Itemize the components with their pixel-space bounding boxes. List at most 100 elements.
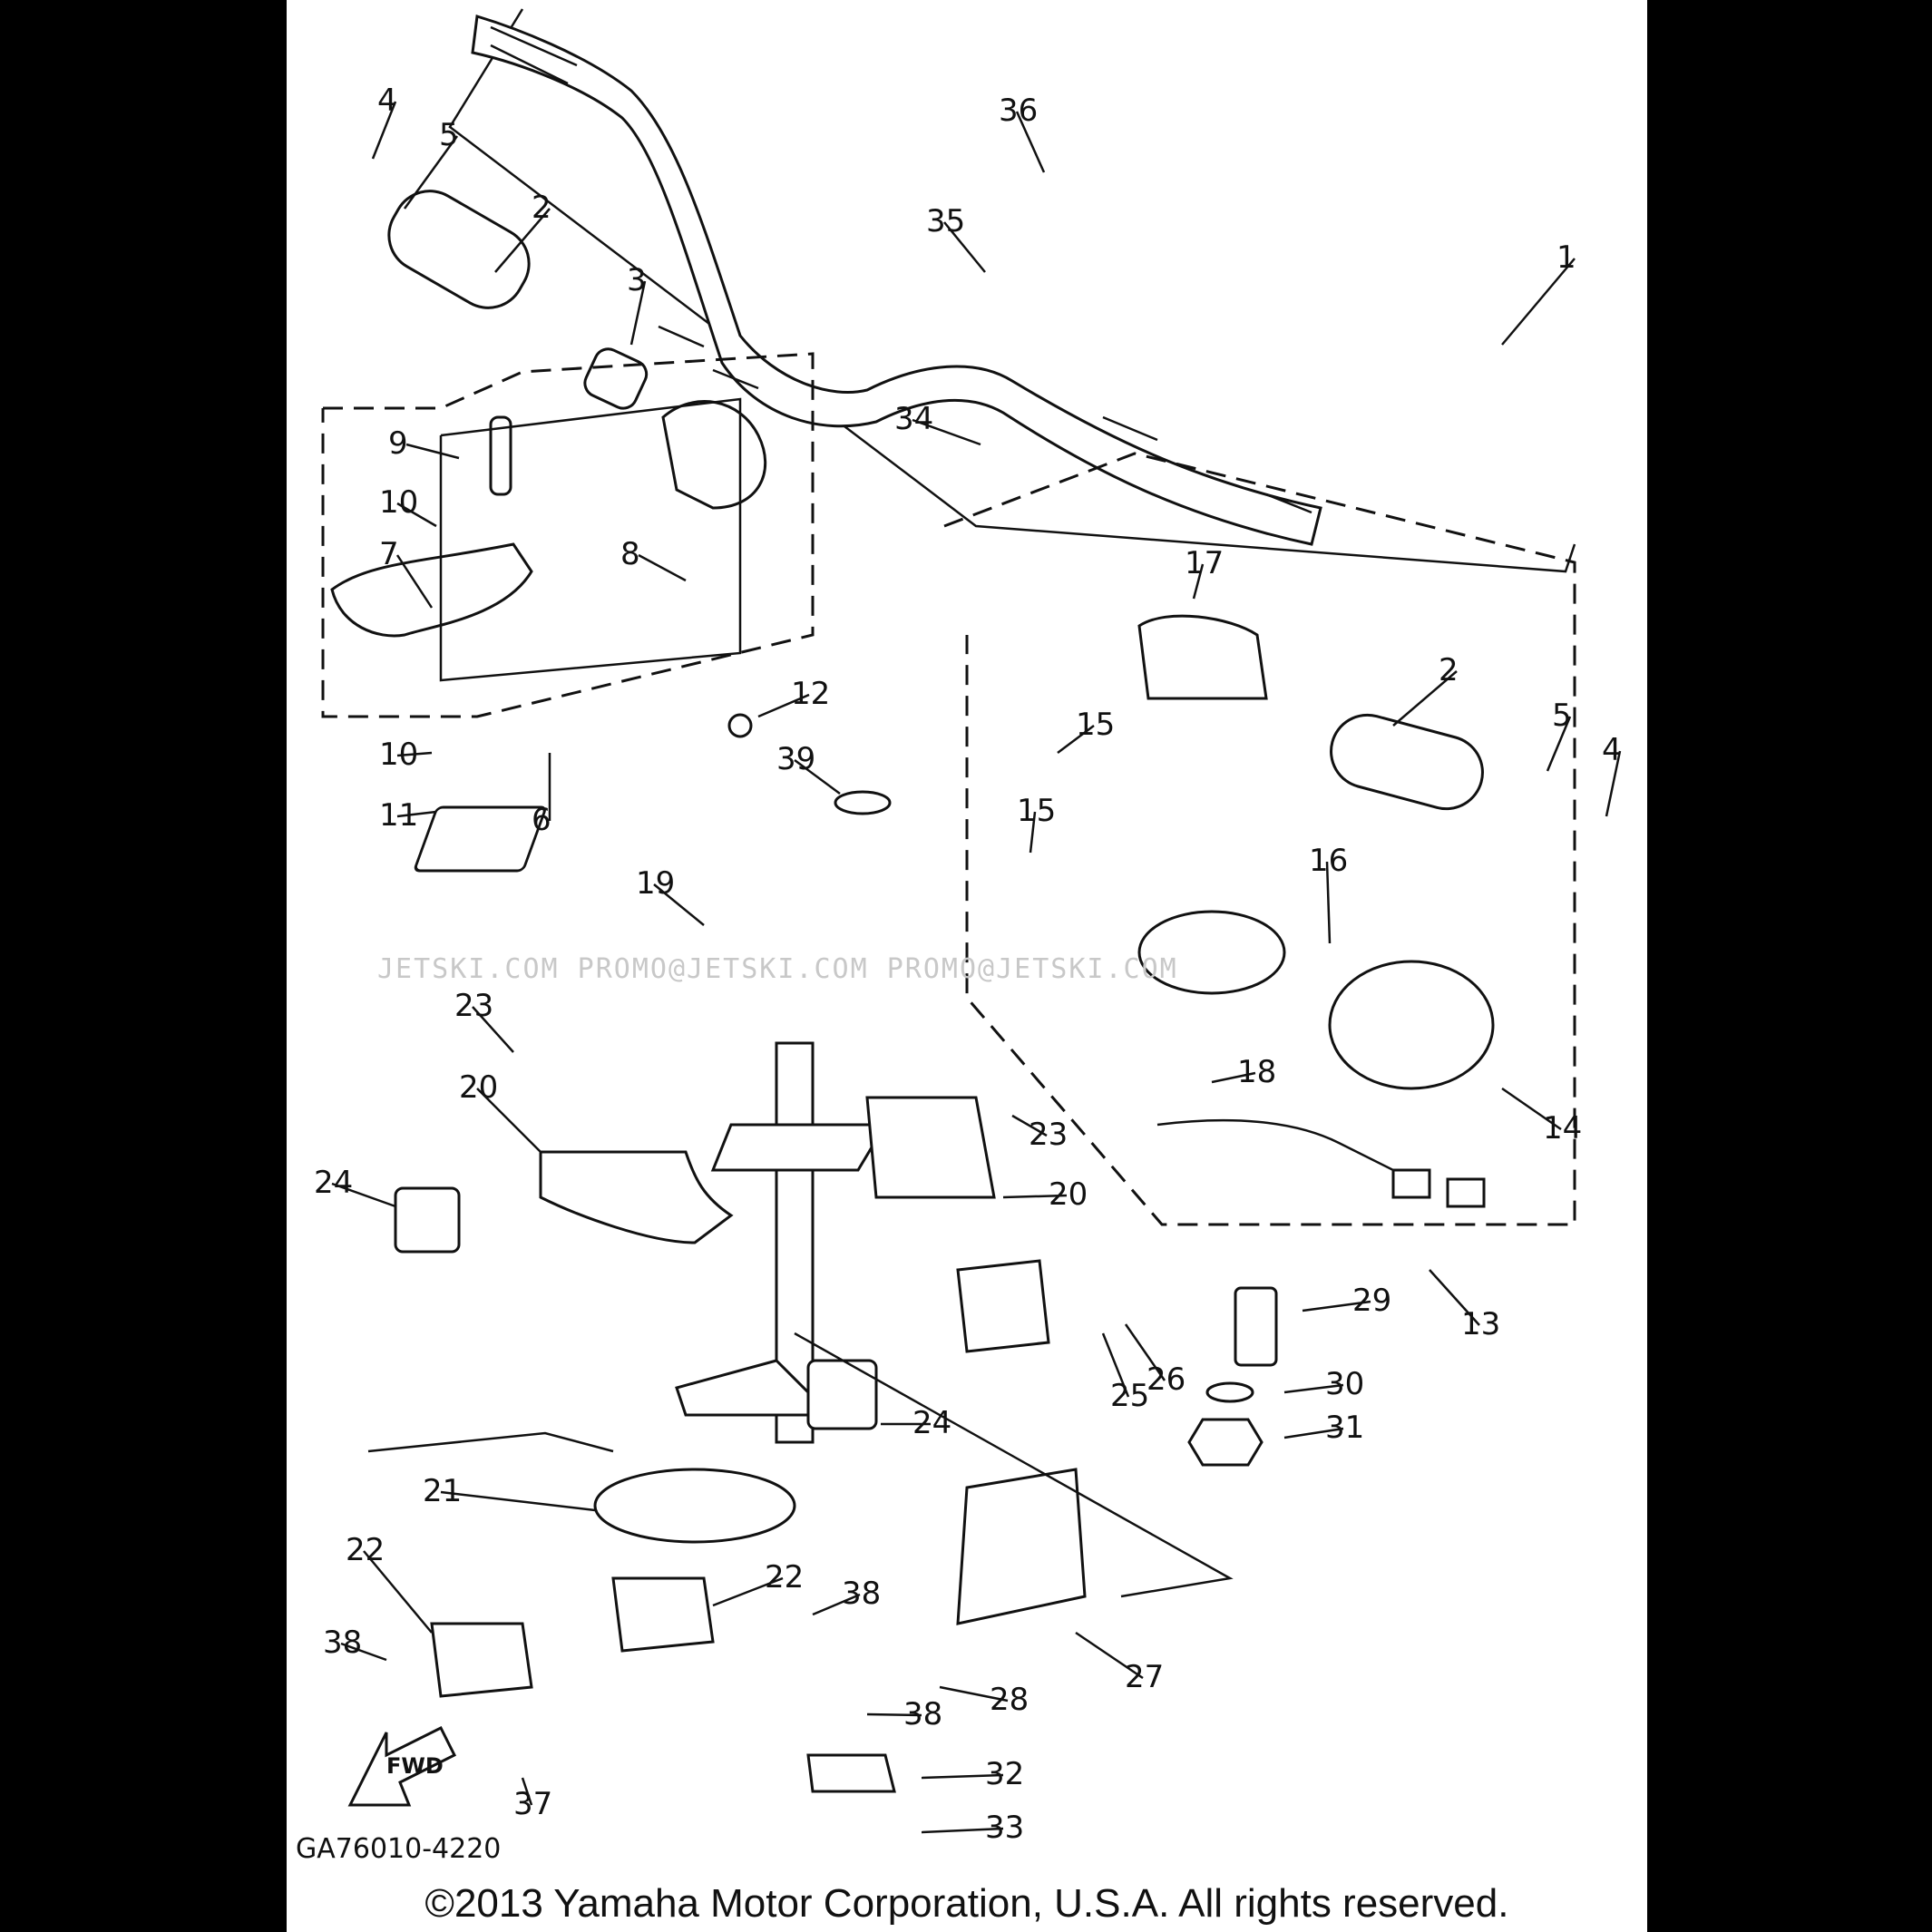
callout-number: 10 — [379, 484, 418, 521]
left-grip-assembly — [321, 190, 815, 738]
callout-leader — [396, 502, 437, 528]
callout-leader — [1124, 1323, 1166, 1381]
holder-24-right — [806, 1359, 878, 1430]
callout-number: 8 — [620, 536, 640, 572]
callout-number: 5 — [439, 117, 459, 153]
callout-leader — [405, 443, 460, 460]
callout-number: 9 — [388, 425, 408, 462]
callout-leader — [396, 810, 437, 818]
callout-leader — [1429, 1269, 1480, 1326]
callout-number: 14 — [1543, 1110, 1582, 1147]
callout-number: 17 — [1185, 545, 1224, 581]
callout-leader — [494, 208, 551, 273]
throttle-lever — [330, 542, 533, 638]
exploded-parts-diagram: FWD JETSKI.COM PROMO@JETSKI.COM PROMO@JE… — [296, 8, 1622, 1865]
callout-leader — [1029, 811, 1037, 854]
callout-number: 2 — [1439, 652, 1459, 688]
callout-leader — [866, 1712, 922, 1717]
callout-leader — [794, 758, 841, 795]
nut-12 — [727, 713, 753, 738]
callout-number: 12 — [791, 676, 830, 712]
fwd-arrow: FWD — [347, 1725, 457, 1807]
callout-number: 11 — [379, 797, 418, 834]
switch-housing-bottom — [1137, 910, 1286, 995]
switch-assembly — [943, 452, 1576, 1226]
callout-leader — [1057, 725, 1095, 754]
callout-number: 6 — [532, 802, 551, 838]
copyright-notice: ©2013 Yamaha Motor Corporation, U.S.A. A… — [424, 1881, 1509, 1926]
callout-leader — [1002, 1194, 1068, 1199]
callout-number: 24 — [912, 1405, 951, 1441]
plate-20-right — [865, 1096, 996, 1199]
callout-number: 26 — [1147, 1361, 1186, 1398]
bracket-25 — [956, 1259, 1050, 1353]
switch-housing-top — [1137, 614, 1268, 700]
parts-diagram-sheet: FWD JETSKI.COM PROMO@JETSKI.COM PROMO@JE… — [287, 0, 1647, 1932]
callout-number: 28 — [990, 1682, 1029, 1718]
collar — [583, 347, 649, 410]
callout-number: 23 — [454, 988, 493, 1024]
watermark-text: JETSKI.COM PROMO@JETSKI.COM PROMO@JETSKI… — [377, 953, 1178, 985]
callout-number: 23 — [1029, 1117, 1068, 1153]
callout-number: 18 — [1237, 1054, 1276, 1090]
callout-number: 22 — [765, 1559, 804, 1595]
callout-leader — [371, 101, 397, 160]
callout-leader — [1283, 1427, 1344, 1439]
callout-number: 22 — [346, 1532, 385, 1568]
mount-plates — [367, 1096, 1234, 1793]
callout-number: 20 — [1049, 1176, 1088, 1213]
callout-number: 37 — [513, 1786, 552, 1822]
gasket-21 — [593, 1468, 796, 1544]
callout-number: 24 — [314, 1165, 353, 1201]
callout-number: 33 — [985, 1810, 1024, 1846]
grip-right — [1330, 713, 1484, 811]
callout-leader — [1501, 1087, 1562, 1131]
right-hardware — [1187, 1286, 1278, 1467]
bracket-22-right — [611, 1576, 715, 1653]
callout-leader — [331, 1182, 396, 1208]
callout-leader — [440, 1490, 596, 1512]
throttle-housing — [661, 400, 767, 510]
pin — [489, 415, 512, 496]
nut-31 — [1187, 1418, 1264, 1467]
callout-number: 25 — [1110, 1378, 1149, 1414]
callout-leader — [939, 1685, 1009, 1703]
callout-number: 20 — [459, 1069, 498, 1106]
callout-number: 15 — [1076, 707, 1115, 743]
callout-leader — [638, 553, 687, 582]
callout-number: 16 — [1309, 843, 1348, 879]
callout-number: 36 — [999, 93, 1038, 129]
callout-number: 31 — [1325, 1410, 1364, 1446]
callout-leader — [943, 221, 986, 273]
callout-number: 7 — [379, 536, 399, 572]
callout-leader — [363, 1550, 433, 1634]
callout-leader — [1546, 716, 1572, 772]
callout-number: 35 — [926, 203, 965, 239]
grip-left — [387, 190, 531, 309]
plate-20-left — [539, 1150, 734, 1244]
fwd-label: FWD — [386, 1753, 444, 1779]
callout-leader — [472, 1006, 514, 1053]
callout-number: 21 — [423, 1473, 462, 1509]
column-bracket — [414, 805, 546, 873]
callout-leader — [1605, 750, 1622, 817]
callout-number: 4 — [377, 83, 397, 119]
callout-leader — [1392, 670, 1458, 727]
callout-leader — [1015, 111, 1046, 173]
callout-leader — [403, 135, 459, 210]
callout-leader — [921, 1773, 1004, 1780]
callout-leader — [712, 1576, 784, 1607]
bracket-32 — [806, 1753, 896, 1793]
callout-number: 30 — [1325, 1366, 1364, 1402]
callout-leader — [521, 1777, 533, 1806]
callout-leader — [1283, 1383, 1344, 1394]
callout-number: 1 — [1556, 239, 1576, 276]
callout-leader — [395, 554, 434, 609]
callout-number: 15 — [1017, 793, 1056, 829]
connector-a — [1391, 1168, 1431, 1199]
callout-number: 10 — [379, 737, 418, 773]
callout-number: 4 — [1602, 732, 1622, 768]
bracket-27 — [956, 1468, 1087, 1625]
callout-leader — [629, 280, 647, 346]
callout-number: 27 — [1125, 1659, 1164, 1695]
